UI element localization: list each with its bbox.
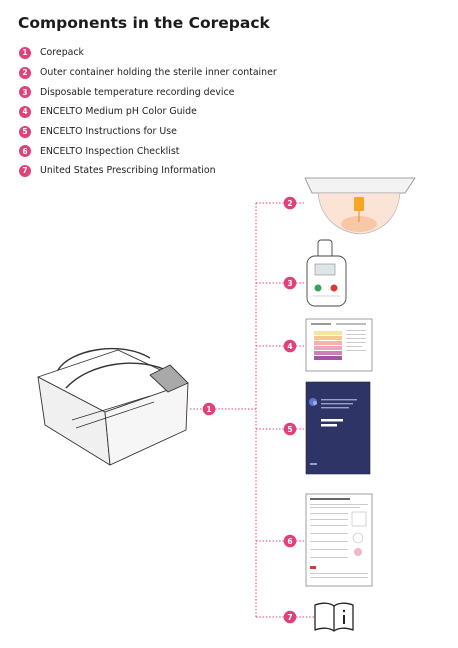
marker-number: 7: [287, 613, 292, 622]
number-badge: 4: [19, 105, 31, 118]
marker-number: 4: [287, 342, 292, 351]
number-badge: 7: [19, 164, 31, 177]
number-badge: 2: [19, 66, 31, 79]
marker-number: 3: [287, 279, 292, 288]
legend-label: Disposable temperature recording device: [40, 86, 235, 98]
marker-number: 1: [206, 405, 211, 414]
legend-item: 5 ENCELTO Instructions for Use: [19, 122, 277, 142]
legend-item: 7 United States Prescribing Information: [19, 161, 277, 181]
outer-container-illustration: [304, 177, 416, 235]
temperature-device-illustration: [306, 239, 347, 307]
instructions-booklet-illustration: [305, 381, 371, 475]
marker-badge: 6: [283, 534, 297, 548]
marker-badge: 7: [283, 610, 297, 624]
diagram-markers: 2 3 4 1 5 6 7: [202, 196, 297, 624]
legend-label: ENCELTO Medium pH Color Guide: [40, 106, 197, 118]
legend-item: 6 ENCELTO Inspection Checklist: [19, 141, 277, 161]
corepack-box-illustration: [37, 347, 189, 466]
page-title: Components in the Corepack: [18, 14, 270, 32]
marker-badge: 2: [283, 196, 297, 210]
number-badge: 5: [19, 125, 31, 138]
marker-badge: 5: [283, 422, 297, 436]
ph-color-guide-illustration: [305, 318, 373, 372]
legend-label: United States Prescribing Information: [40, 165, 216, 177]
marker-badge: 1: [202, 402, 216, 416]
connector-lines: [190, 202, 314, 618]
legend-label: Corepack: [40, 47, 84, 59]
number-badge: 1: [19, 46, 31, 59]
book-info-icon: [314, 602, 354, 632]
legend-item: 4 ENCELTO Medium pH Color Guide: [19, 102, 277, 122]
marker-badge: 4: [283, 339, 297, 353]
marker-number: 2: [287, 199, 292, 208]
marker-number: 5: [287, 425, 292, 434]
components-legend: 1 Corepack 2 Outer container holding the s…: [19, 43, 277, 181]
marker-badge: 3: [283, 276, 297, 290]
legend-item: 3 Disposable temperature recording device: [19, 82, 277, 102]
inspection-checklist-illustration: [305, 493, 373, 587]
legend-item: 2 Outer container holding the sterile inn…: [19, 63, 277, 83]
legend-label: ENCELTO Inspection Checklist: [40, 145, 180, 157]
marker-number: 6: [287, 537, 292, 546]
legend-item: 1 Corepack: [19, 43, 277, 63]
legend-label: Outer container holding the sterile inne…: [40, 67, 277, 79]
number-badge: 6: [19, 145, 31, 158]
legend-label: ENCELTO Instructions for Use: [40, 126, 177, 138]
number-badge: 3: [19, 86, 31, 99]
